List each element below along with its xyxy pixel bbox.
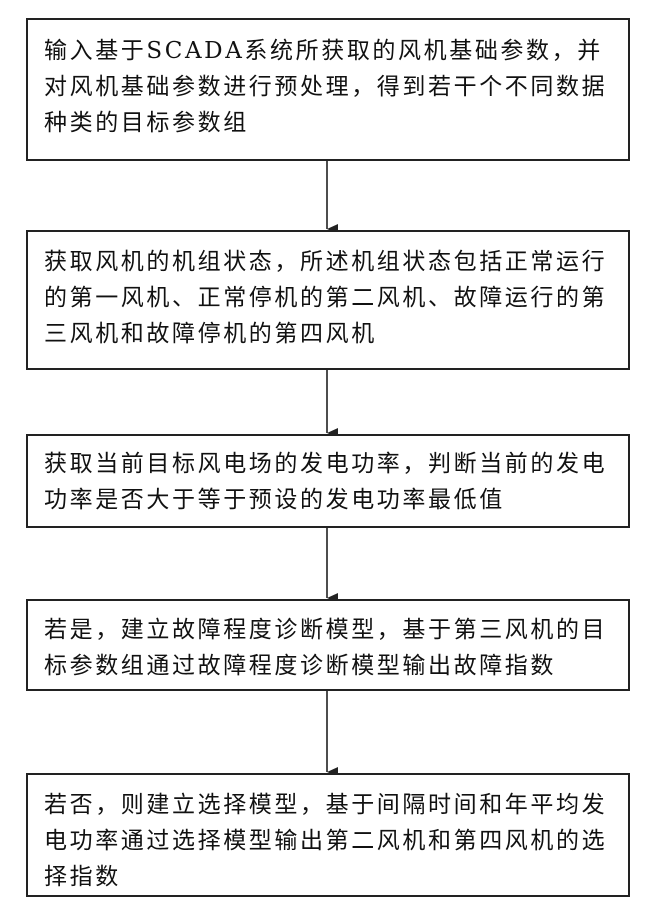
step-box-3: 获取当前目标风电场的发电功率，判断当前的发电功率是否大于等于预设的发电功率最低值	[26, 434, 630, 528]
step-box-2: 获取风机的机组状态，所述机组状态包括正常运行的第一风机、正常停机的第二风机、故障…	[26, 230, 630, 370]
step-box-4: 若是，建立故障程度诊断模型，基于第三风机的目标参数组通过故障程度诊断模型输出故障…	[26, 599, 630, 691]
step-box-1: 输入基于SCADA系统所获取的风机基础参数，并对风机基础参数进行预处理，得到若干…	[26, 18, 630, 161]
step-box-5: 若否，则建立选择模型，基于间隔时间和年平均发电功率通过选择模型输出第二风机和第四…	[26, 773, 630, 897]
